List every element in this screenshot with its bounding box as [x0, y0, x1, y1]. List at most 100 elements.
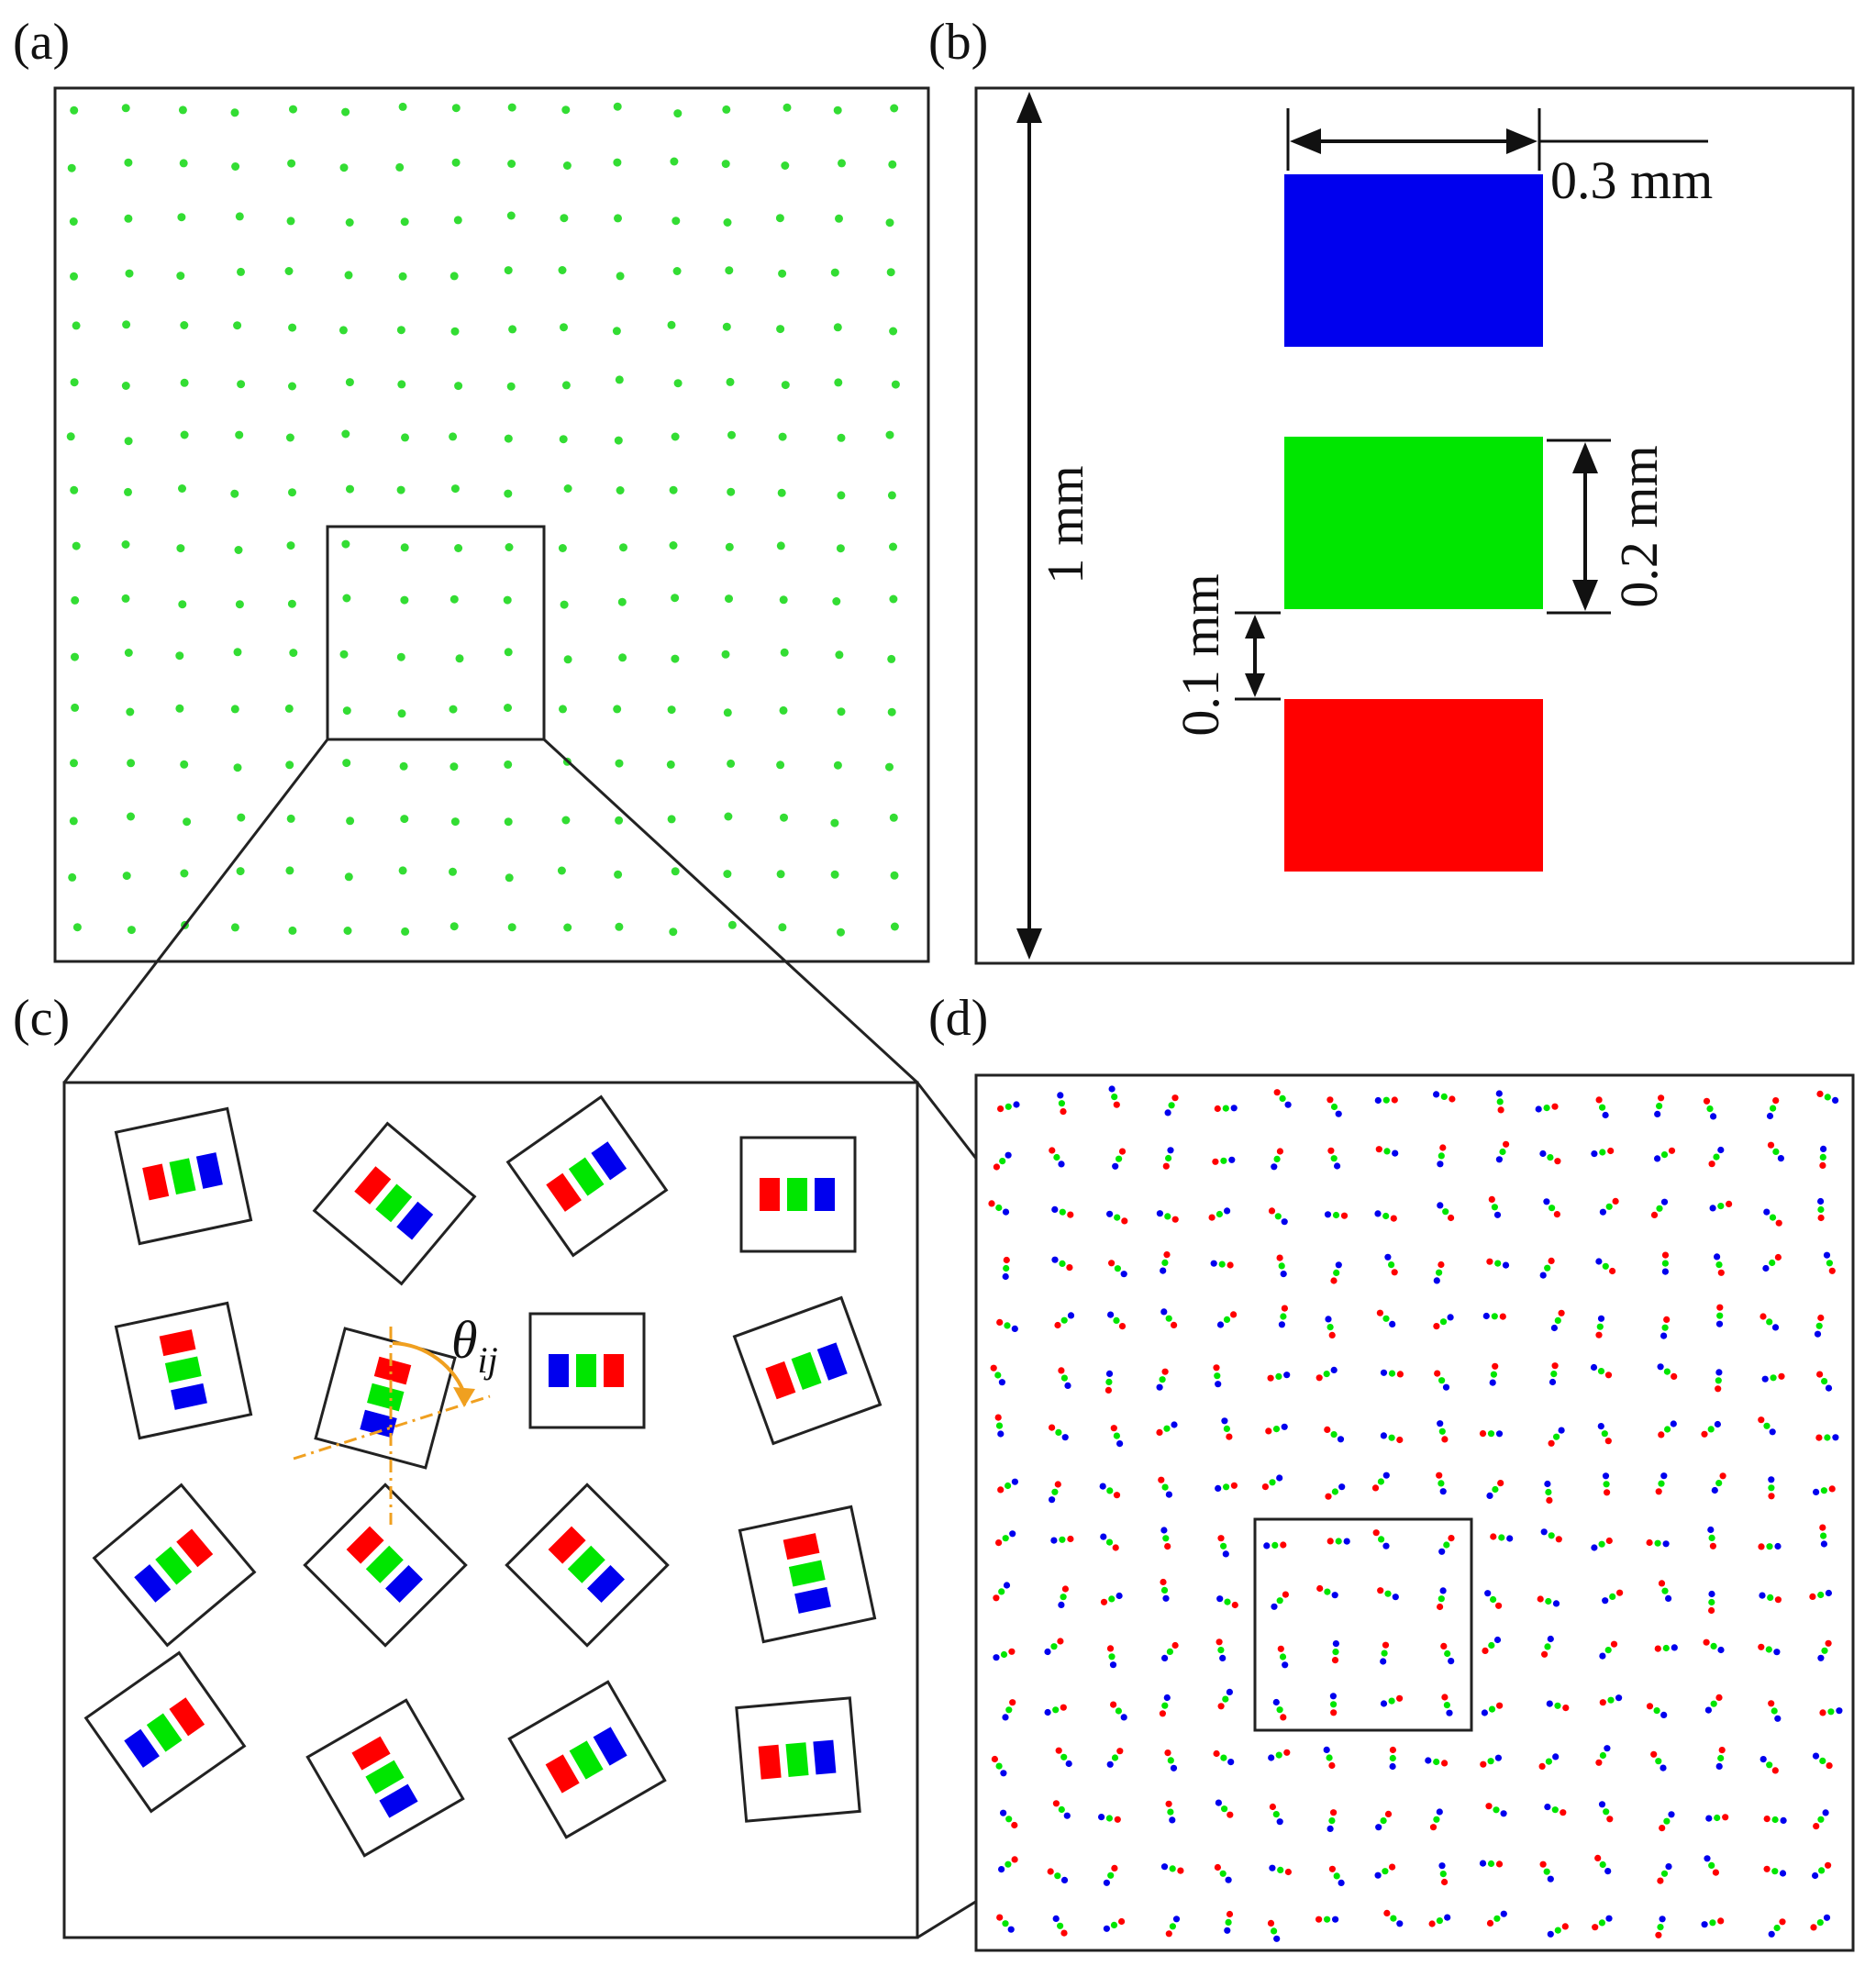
pixel-unit: [92, 1483, 257, 1648]
rgb-dot: [1605, 1915, 1613, 1922]
rgb-dot: [1060, 1876, 1069, 1883]
rgb-dot: [1160, 1527, 1168, 1534]
rgb-dot: [1604, 1489, 1611, 1496]
rgb-dot: [1003, 1264, 1010, 1272]
green-dot: [400, 595, 409, 605]
green-dot: [778, 923, 787, 932]
rgb-dot: [1224, 1207, 1231, 1215]
rgb-dot: [1604, 1868, 1612, 1875]
rgb-dot: [1278, 1321, 1285, 1328]
rgb-dot: [1005, 1482, 1012, 1490]
rgb-dot: [1615, 1694, 1623, 1702]
rgb-dot: [1213, 1364, 1220, 1372]
rgb-dot: [1768, 1484, 1775, 1492]
green-dot: [833, 323, 842, 332]
rgb-dot: [1592, 1924, 1599, 1931]
subpixel: [788, 1560, 826, 1587]
rgb-dot: [1225, 1918, 1232, 1926]
rgb-dot: [1591, 1150, 1598, 1158]
green-dot: [777, 488, 786, 497]
rgb-dot: [1602, 1597, 1609, 1605]
green-dot: [231, 162, 240, 171]
green-dot: [779, 595, 788, 605]
green-dot: [837, 433, 846, 442]
height-label: 1 mm: [1038, 465, 1094, 583]
rgb-dot: [1815, 1322, 1823, 1329]
green-dot: [346, 484, 354, 494]
rgb-dot: [1279, 1653, 1287, 1660]
rgb-dot: [1603, 1808, 1610, 1816]
rgb-dot: [1165, 1800, 1172, 1807]
rgb-dot: [1502, 1261, 1510, 1269]
green-dot: [508, 325, 517, 334]
rgb-dot: [1714, 1253, 1721, 1261]
green-dot: [344, 872, 353, 882]
rgb-dot: [1060, 1929, 1068, 1937]
green-dot: [398, 272, 407, 281]
green-dot: [122, 872, 131, 881]
rgb-dot: [1335, 1538, 1342, 1545]
rgb-dot: [1059, 1208, 1066, 1216]
rgb-dot: [1011, 1856, 1018, 1863]
rgb-dot: [1172, 1916, 1181, 1923]
rgb-dot: [1164, 1109, 1171, 1116]
rgb-dot: [1220, 1754, 1227, 1761]
rgb-dot: [1604, 1438, 1612, 1445]
rgb-dot: [1108, 1653, 1116, 1660]
rgb-dot: [1330, 1709, 1338, 1716]
rgb-dot: [1602, 1472, 1610, 1480]
green-dot: [890, 871, 899, 880]
green-dot: [672, 217, 681, 226]
rgb-dot: [1391, 1096, 1398, 1104]
subpixel: [367, 1383, 405, 1412]
rgb-dot: [1330, 1277, 1338, 1284]
rgb-dot: [1383, 1909, 1391, 1916]
rgb-dot: [1388, 1434, 1395, 1441]
rgb-dot: [1165, 1930, 1172, 1938]
rgb-dot: [1263, 1542, 1271, 1549]
rgb-dot: [1058, 1161, 1065, 1168]
rgb-dot: [1058, 1367, 1065, 1374]
rgb-dot: [1487, 1860, 1495, 1868]
green-dot: [121, 540, 130, 549]
green-dot: [233, 763, 242, 772]
rgb-dot: [1161, 1259, 1169, 1266]
rgb-dot: [1389, 1754, 1396, 1762]
rgb-dot: [1773, 1649, 1781, 1656]
subpixel: [567, 1545, 605, 1583]
green-dot: [70, 485, 79, 494]
rgb-dot: [1506, 1535, 1514, 1542]
green-dot: [613, 158, 622, 167]
green-dot: [71, 703, 80, 712]
rgb-dot: [1396, 1920, 1404, 1927]
green-dot: [890, 922, 899, 931]
rgb-dot: [1487, 1758, 1494, 1765]
rgb-dot: [1436, 1808, 1443, 1816]
rgb-dot: [1485, 1803, 1493, 1810]
subpixel: [124, 1728, 160, 1768]
rgb-dot: [1656, 1205, 1663, 1212]
rgb-dot: [1324, 1916, 1331, 1923]
rgb-dot: [1662, 1644, 1670, 1652]
rgb-dot: [1051, 1256, 1059, 1263]
green-dot: [127, 759, 136, 768]
rgb-dot: [1448, 1214, 1455, 1222]
green-dot: [780, 813, 788, 822]
rgb-dot: [1494, 1260, 1502, 1267]
rgb-dot: [1660, 1711, 1668, 1718]
green-dot: [69, 217, 78, 226]
pixel-unit: [528, 1312, 646, 1429]
green-dot: [504, 704, 512, 712]
rgb-dot: [1704, 1855, 1711, 1862]
rgb-dot: [1000, 1809, 1007, 1816]
rgb-dot: [1709, 1542, 1716, 1549]
rgb-dot: [1771, 1816, 1779, 1824]
rgb-dot: [1493, 1211, 1502, 1218]
rgb-dot: [1705, 1815, 1713, 1822]
rgb-dot: [1434, 1370, 1441, 1377]
axis-rotated-dashed: [293, 1394, 491, 1461]
rgb-dot: [1378, 1536, 1385, 1543]
rgb-dot: [1105, 1538, 1114, 1546]
rgb-dot: [1654, 1155, 1661, 1162]
green-dot: [122, 320, 131, 329]
